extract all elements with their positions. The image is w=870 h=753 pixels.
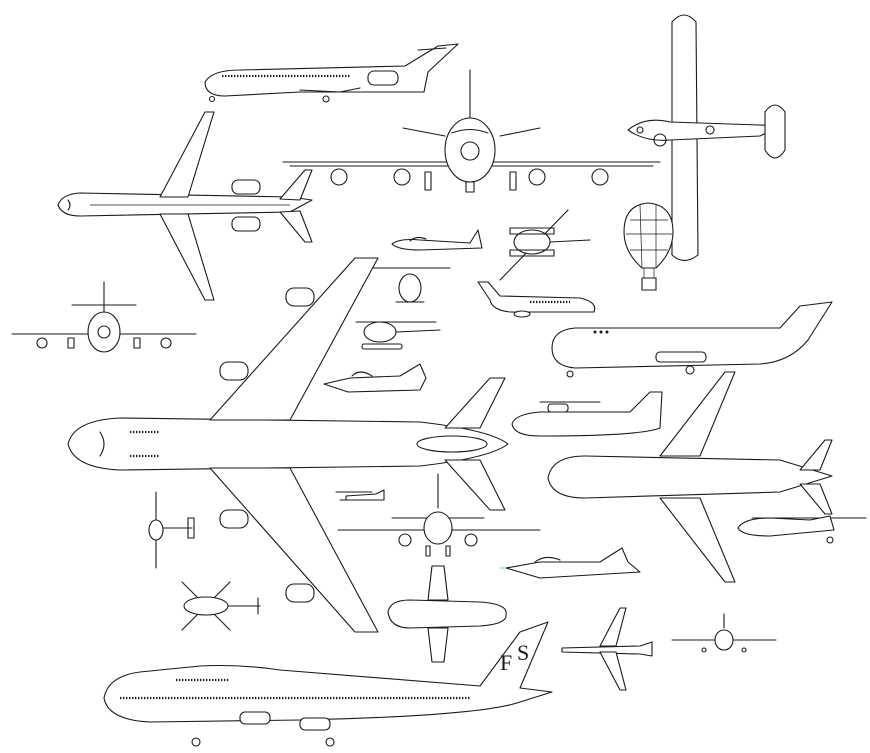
tail-letter-first: F — [500, 650, 512, 675]
helicopter-front-view — [369, 267, 451, 303]
jumbo-side-view: F S — [103, 621, 553, 747]
seaplane-side-view — [511, 391, 663, 437]
tail-letter-second: S — [517, 640, 529, 665]
fighter-side-view — [323, 363, 427, 393]
widebody-front-view — [337, 473, 541, 557]
hot-air-balloon — [623, 202, 674, 291]
twinjet-side-view — [204, 43, 459, 103]
biplane — [335, 489, 385, 501]
light-plane-front-view — [671, 613, 777, 653]
airliner-front-view — [282, 69, 661, 193]
prop-plane-front-view — [148, 491, 195, 569]
jumbo-top-view — [67, 257, 509, 633]
widebody-top-view — [547, 371, 833, 583]
helicopter-rotor-top-view — [181, 581, 261, 631]
float-helicopter-side-view — [355, 321, 441, 350]
trijet-front-view — [11, 281, 197, 353]
transport-top-view — [627, 14, 786, 262]
helicopter-top-view — [499, 209, 591, 281]
bizjet-side-view — [477, 281, 596, 318]
jet-side-view — [499, 547, 641, 579]
twin-prop-top-view — [387, 565, 507, 663]
glider-side-view — [391, 229, 483, 251]
fighter-top-view — [561, 607, 653, 691]
twinjet-top-view — [57, 111, 313, 301]
attack-helicopter-side-view — [737, 515, 867, 544]
freighter-side-view — [551, 301, 833, 378]
